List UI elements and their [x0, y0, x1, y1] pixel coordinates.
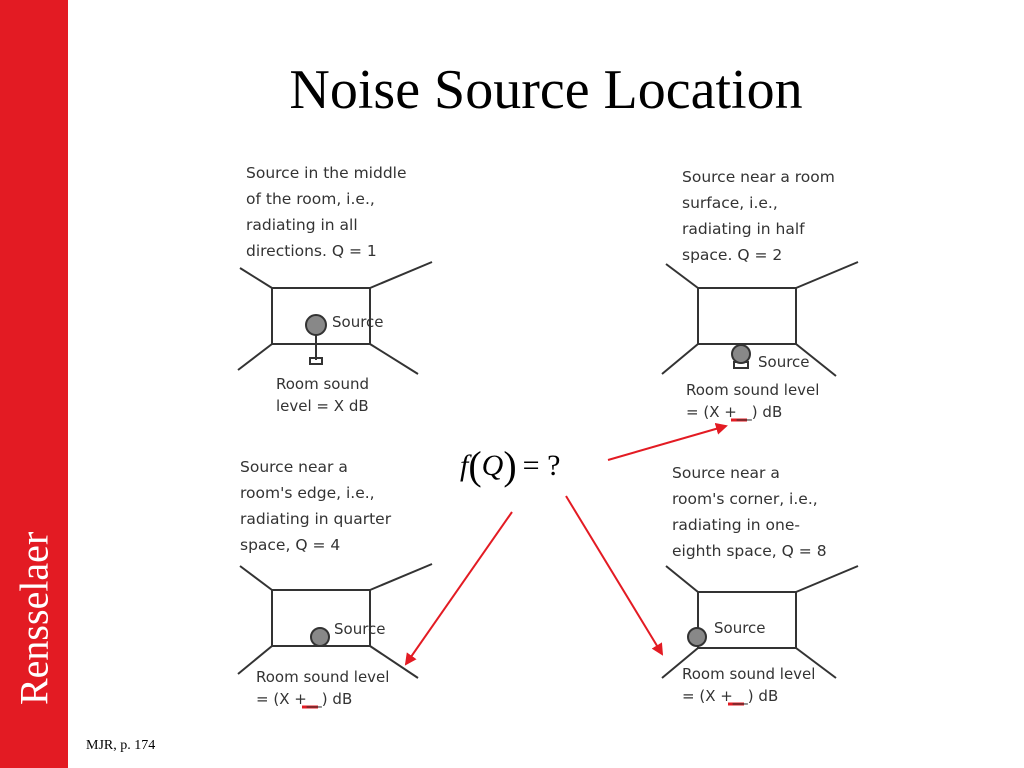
source-icon-surface — [731, 344, 751, 369]
source-label-middle: Source — [332, 313, 384, 331]
caption-corner: Source near a room's corner, i.e., radia… — [672, 464, 827, 560]
arrow-to-surface — [607, 423, 728, 461]
formula-variable: Q — [481, 449, 504, 482]
source-label-corner: Source — [714, 619, 766, 637]
sidebar-band: Rensselaer — [0, 0, 68, 768]
citation: MJR, p. 174 — [86, 738, 156, 753]
level-line2-surface: = (X +__) dB — [686, 403, 783, 421]
level-line1-surface: Room sound level — [686, 381, 820, 399]
level-line1-corner: Room sound level — [682, 665, 816, 683]
source-label-edge: Source — [334, 620, 386, 638]
room-surface — [661, 261, 859, 377]
source-icon-edge — [310, 627, 330, 647]
directivity-formula: f(Q)= ? — [460, 443, 561, 488]
source-label-surface: Source — [758, 353, 810, 371]
caption-middle: Source in the middle of the room, i.e., … — [246, 164, 407, 260]
level-line2-edge: = (X +__) dB — [256, 690, 353, 708]
formula-result: = ? — [522, 449, 561, 482]
room-middle — [237, 261, 433, 375]
room-corner — [661, 565, 859, 679]
caption-surface: Source near a room surface, i.e., radiat… — [682, 168, 835, 264]
level-line1-middle: Room sound — [276, 375, 370, 393]
arrow-to-edge — [404, 511, 513, 666]
level-line2-middle: level = X dB — [276, 397, 369, 415]
slide-title: Noise Source Location — [289, 59, 803, 121]
source-icon-middle — [305, 314, 327, 365]
source-icon-corner — [687, 627, 707, 647]
level-line2-corner: = (X +__) dB — [682, 687, 779, 705]
formula-function: f — [460, 449, 469, 482]
caption-edge: Source near a room's edge, i.e., radiati… — [240, 458, 392, 554]
level-line1-edge: Room sound level — [256, 668, 390, 686]
arrow-to-corner — [565, 495, 664, 656]
